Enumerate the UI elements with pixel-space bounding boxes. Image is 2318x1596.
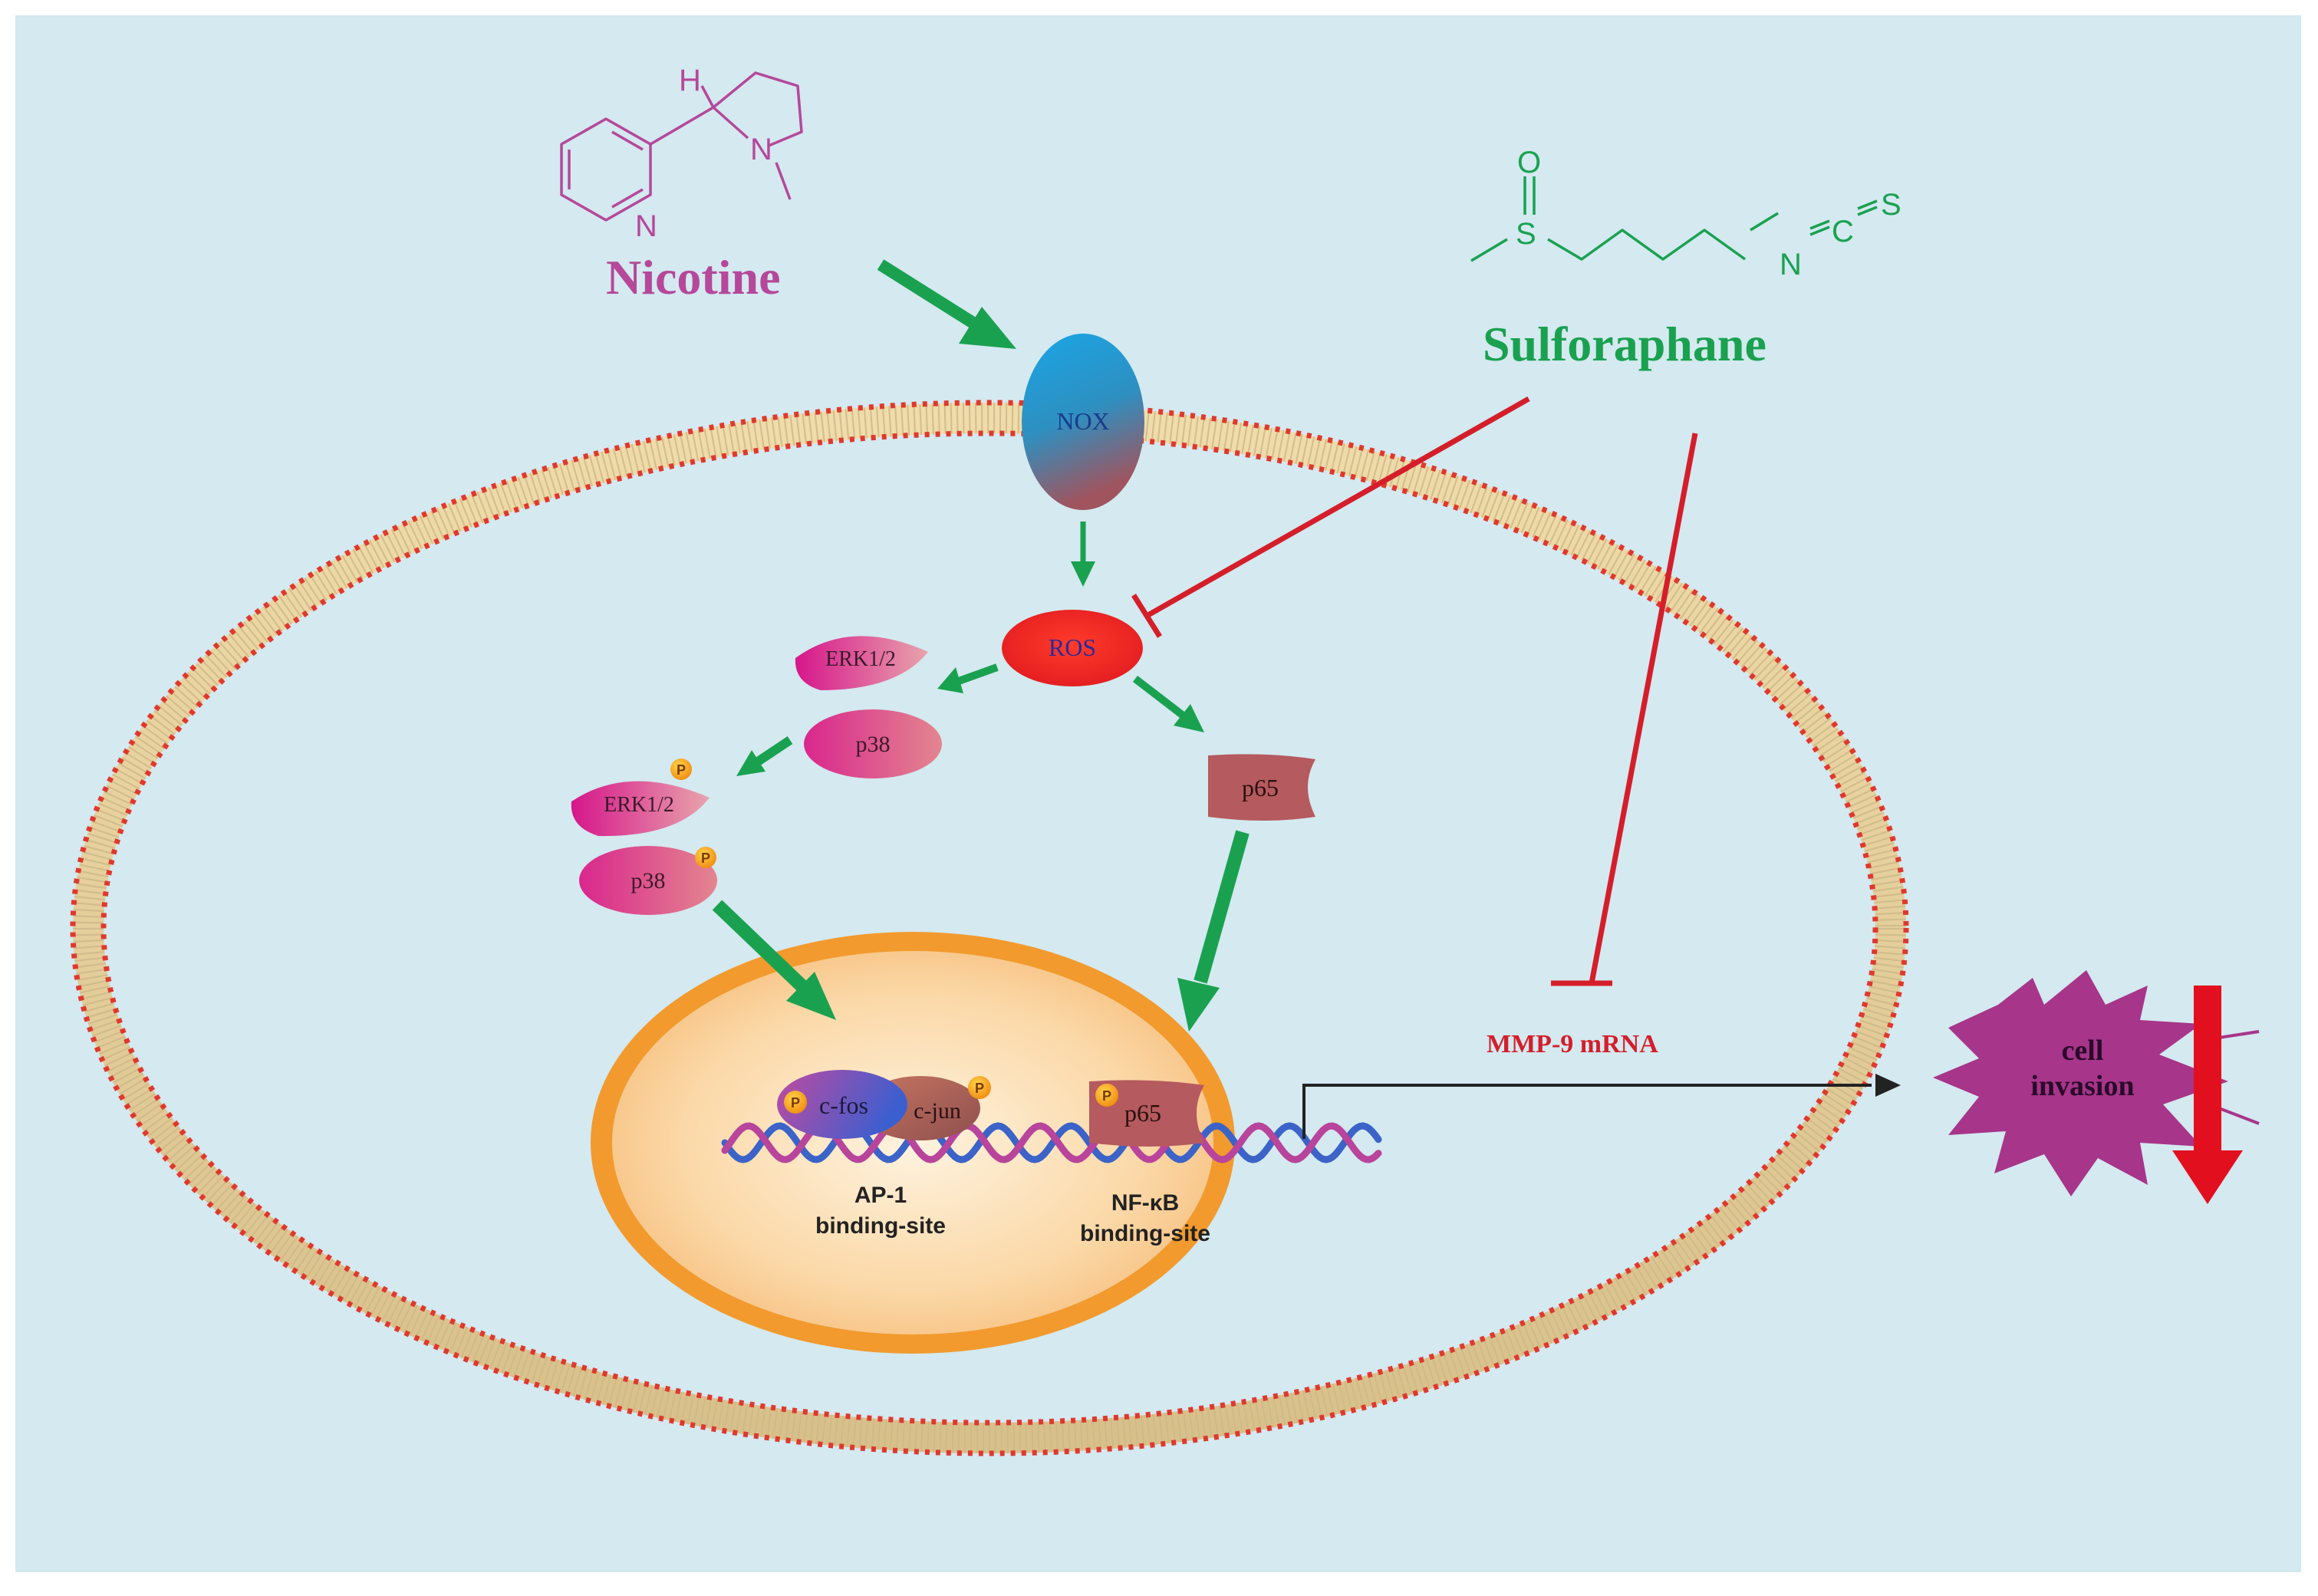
sulforaphane-atom-c: C <box>1832 215 1854 248</box>
background-panel <box>15 15 2301 1572</box>
nicotine-atom-h: H <box>679 64 701 97</box>
phosphate-erk-label: P <box>677 762 686 778</box>
phosphate-cfos-label: P <box>791 1095 800 1111</box>
nfkb-binding-site-label: binding-site <box>1080 1221 1210 1246</box>
phosphate-p38 <box>695 847 716 868</box>
nicotine-atom-n-pyrrolidine: N <box>750 133 772 166</box>
ros-node: ROS <box>1002 610 1143 686</box>
nicotine-structure <box>560 71 803 222</box>
activation-arrows <box>712 259 1250 1032</box>
phosphate-p65-label: P <box>1102 1088 1111 1104</box>
cell-invasion-line2: invasion <box>2030 1070 2134 1102</box>
p65-label: p65 <box>1242 774 1279 801</box>
cell-invasion-line1: cell <box>2062 1035 2104 1067</box>
erk-phospho-label: ERK1/2 <box>604 793 674 817</box>
sulforaphane-structure <box>1470 176 1878 262</box>
phosphate-p38-label: P <box>701 851 710 866</box>
p65-node: p65 <box>1208 754 1315 821</box>
cell-membrane <box>70 400 1909 1456</box>
p38-node: p38 <box>804 709 942 778</box>
inhibition-lines <box>1131 396 1698 986</box>
nicotine-atom-n-pyridine: N <box>635 209 657 243</box>
phosphate-cjun <box>968 1076 991 1099</box>
ap1-complex: c-jun c-fos P P <box>777 1070 991 1140</box>
transcription-arrow <box>1302 1074 1901 1139</box>
nox-label: NOX <box>1056 407 1109 435</box>
nfkb-label: NF-κB <box>1111 1190 1179 1216</box>
ros-label: ROS <box>1049 633 1096 661</box>
cjun-label: c-jun <box>914 1098 961 1124</box>
nox-node: NOX <box>1022 334 1144 510</box>
ap1-binding-site-label: binding-site <box>815 1213 946 1239</box>
mmp9-label: MMP-9 mRNA <box>1487 1030 1658 1058</box>
p38-label: p38 <box>856 732 891 757</box>
erk-phospho-node: ERK1/2 P <box>571 759 710 837</box>
sulforaphane-atom-o: O <box>1517 146 1541 179</box>
erk-node: ERK1/2 <box>795 636 928 690</box>
phosphate-p65 <box>1095 1084 1118 1107</box>
phosphate-cfos <box>784 1091 807 1114</box>
ap1-label: AP-1 <box>854 1183 907 1208</box>
p65-nuclear-node: p65 P <box>1089 1080 1204 1147</box>
cfos-label: c-fos <box>819 1091 868 1119</box>
nicotine-label: Nicotine <box>606 250 781 304</box>
p65-nuclear-label: p65 <box>1124 1099 1161 1127</box>
phosphate-erk <box>670 759 692 780</box>
erk-label: ERK1/2 <box>825 647 896 671</box>
p38-phospho-node: p38 P <box>579 846 717 915</box>
p38-phospho-label: p38 <box>631 868 666 893</box>
sulforaphane-atom-s: S <box>1516 217 1536 251</box>
decrease-arrow <box>2172 986 2243 1204</box>
sulforaphane-atom-n: N <box>1780 248 1802 281</box>
sulforaphane-atom-s2: S <box>1881 188 1901 222</box>
phosphate-cjun-label: P <box>975 1081 984 1096</box>
sulforaphane-label: Sulforaphane <box>1483 317 1766 371</box>
cell-invasion-burst: cell invasion <box>1933 970 2260 1196</box>
